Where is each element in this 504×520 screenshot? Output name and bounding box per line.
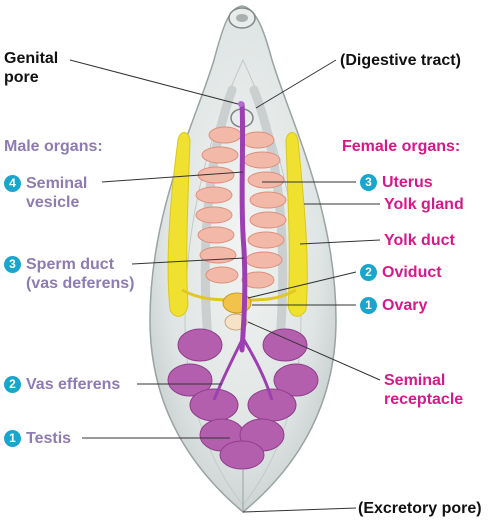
yolk-gland-left xyxy=(167,132,191,317)
leader-excretory-pore xyxy=(242,507,357,513)
vas-efferens-right xyxy=(242,339,274,401)
label-yolk-duct: Yolk duct xyxy=(384,232,455,249)
vas-efferens-left xyxy=(212,339,244,401)
number-badge: 2 xyxy=(4,376,21,393)
number-badge: 1 xyxy=(4,430,21,447)
uterus xyxy=(195,126,287,289)
leader-seminal-vesicle xyxy=(101,171,244,183)
female-organs-heading: Female organs: xyxy=(342,138,461,155)
number-badge: 2 xyxy=(360,264,377,281)
male-organs-heading: Male organs: xyxy=(4,138,103,155)
leader-oviduct xyxy=(247,271,357,299)
leader-digestive-tract xyxy=(255,59,337,109)
testis xyxy=(167,328,319,470)
label-genital-pore: Genital pore xyxy=(4,50,59,86)
label-seminal-receptacle: Seminal receptacle xyxy=(384,372,464,408)
sperm-duct xyxy=(239,101,248,353)
label-excretory-pore: (Excretory pore) xyxy=(358,500,482,517)
yolk-duct-right xyxy=(247,288,297,302)
label-digestive-tract: (Digestive tract) xyxy=(340,52,461,69)
number-badge: 4 xyxy=(4,175,21,192)
leader-sperm-duct xyxy=(131,257,245,265)
number-badge: 3 xyxy=(4,256,21,273)
leader-seminal-receptacle xyxy=(247,321,381,381)
genital-pore-dot xyxy=(238,101,244,107)
number-badge: 3 xyxy=(360,174,377,191)
leader-yolk-duct xyxy=(299,239,381,245)
number-badge: 1 xyxy=(360,297,377,314)
leader-genital-pore xyxy=(69,59,239,105)
label-yolk-gland: Yolk gland xyxy=(384,196,464,213)
